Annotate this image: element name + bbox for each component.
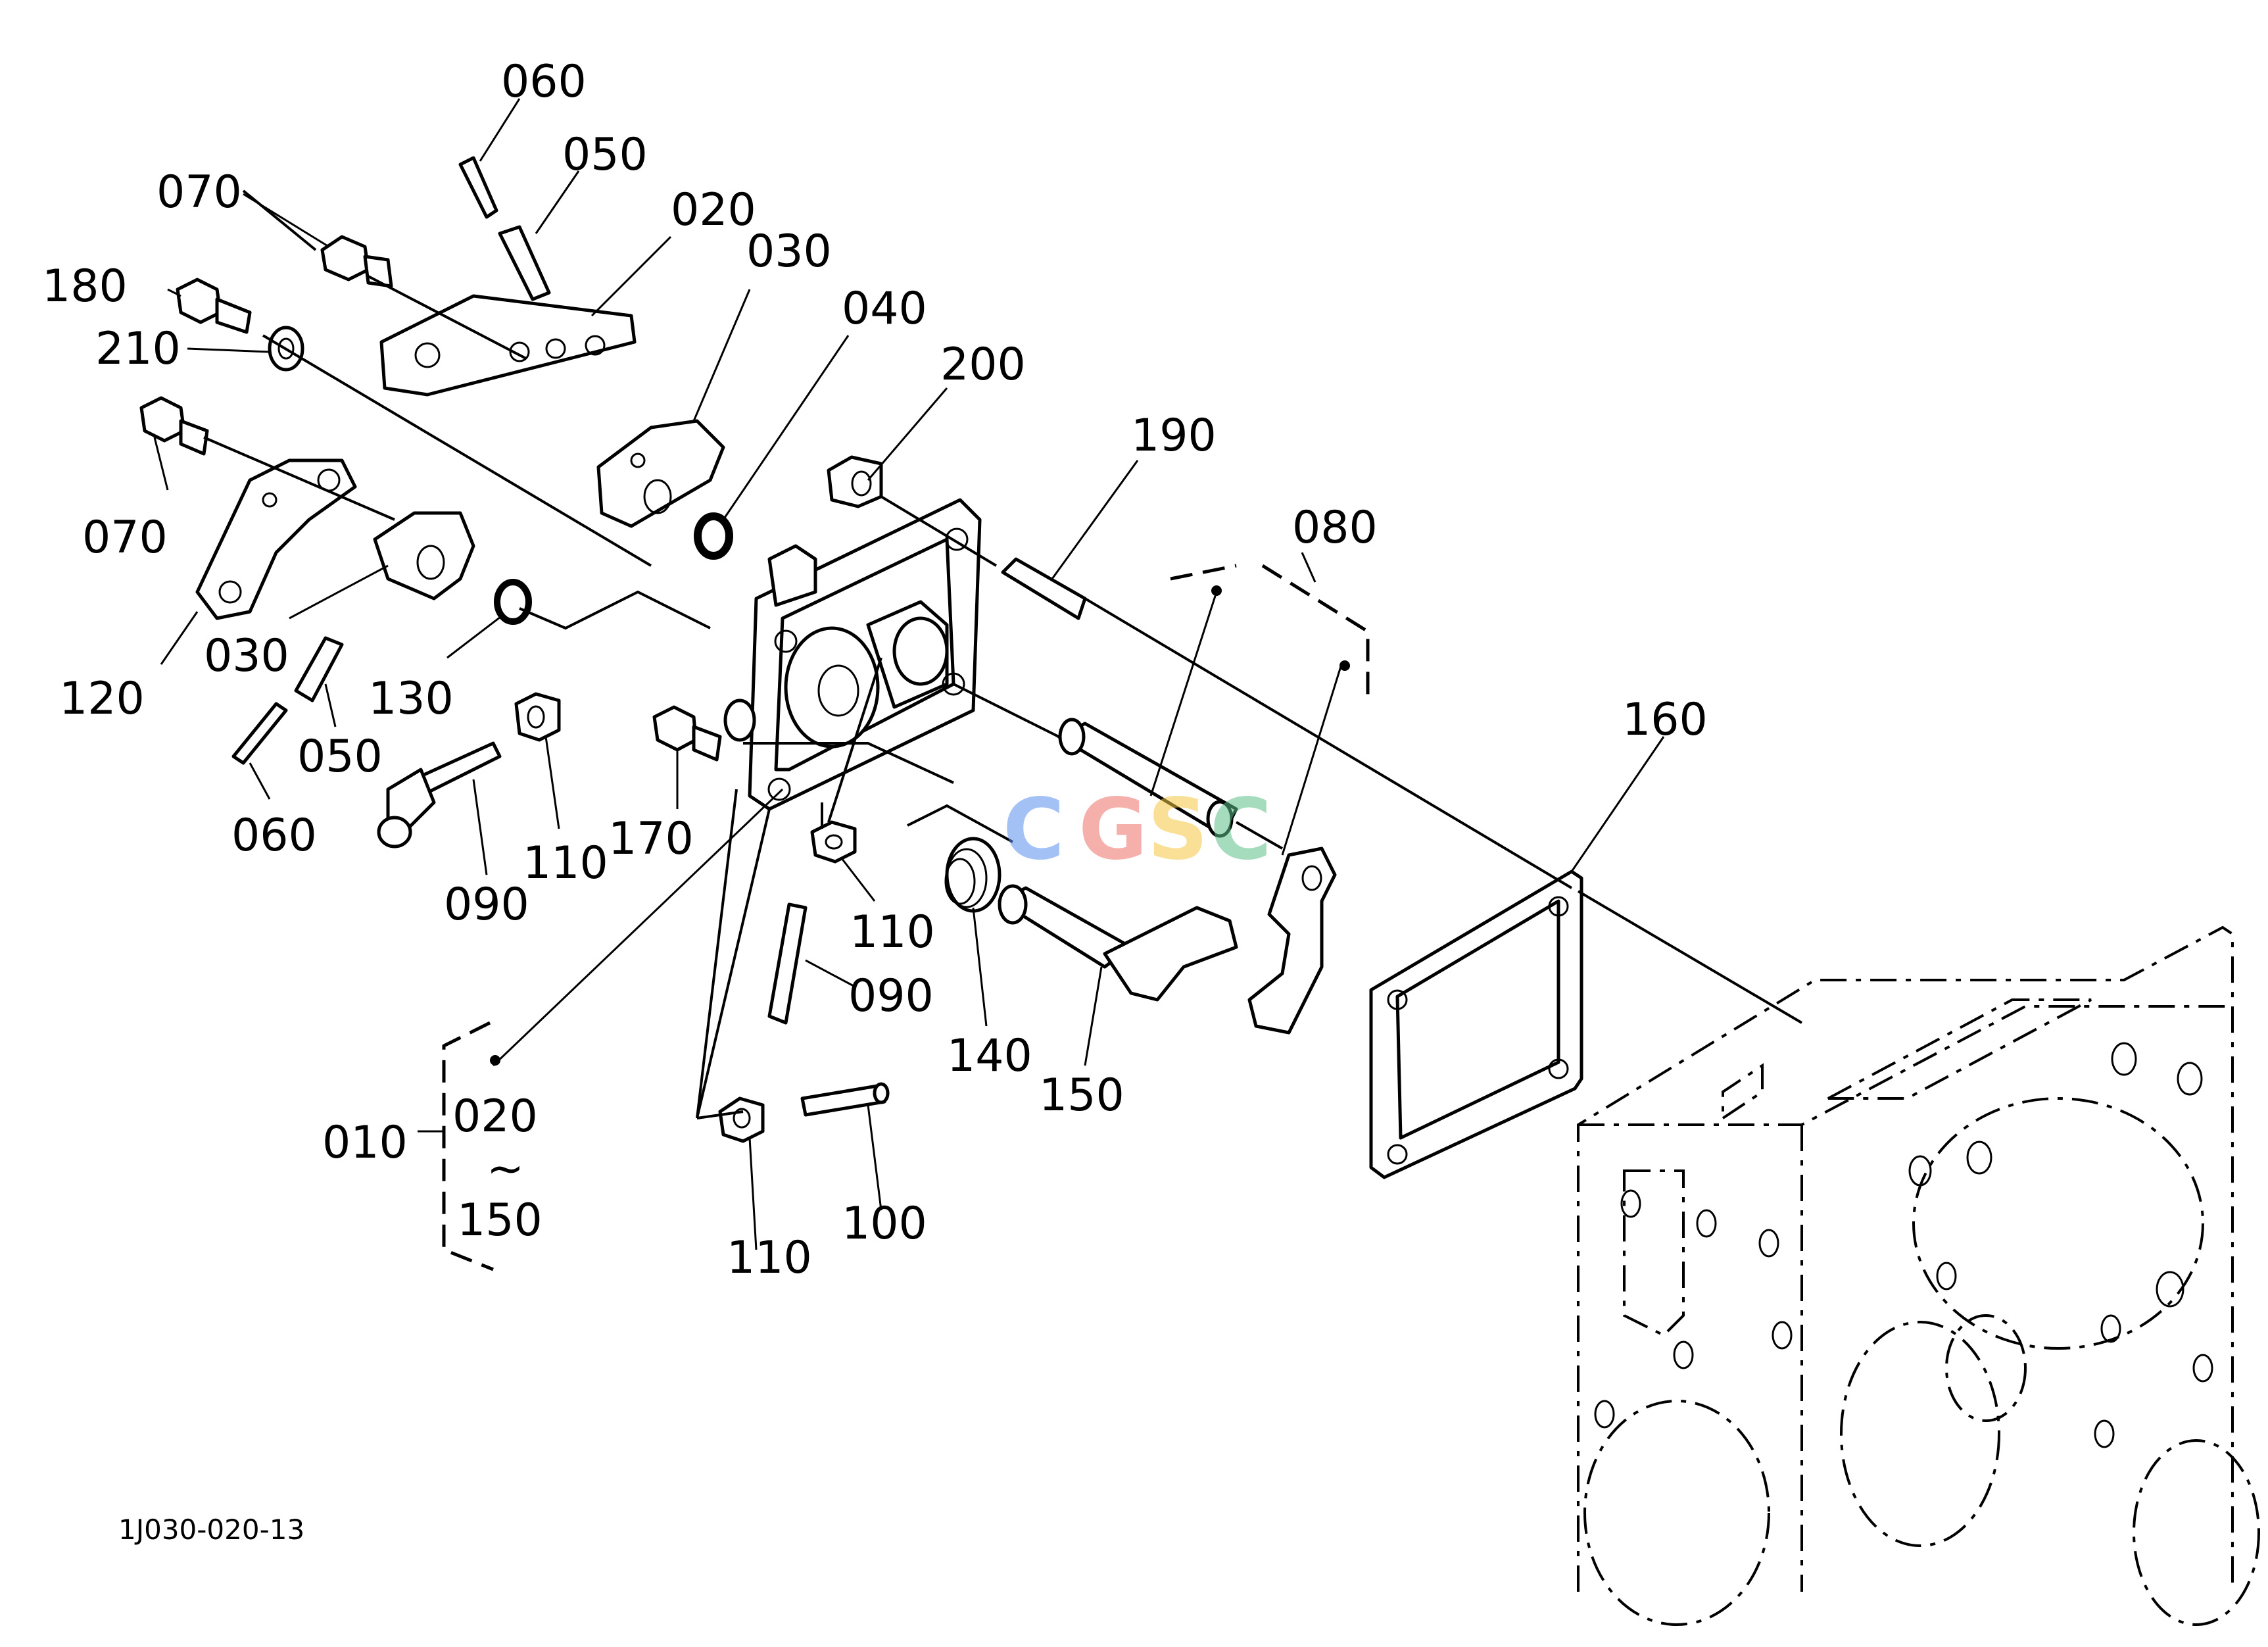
bracket-010 — [442, 1021, 500, 1271]
label-190: 190 — [1131, 410, 1217, 462]
label-070-top: 070 — [157, 166, 242, 218]
engine-block — [1577, 925, 2260, 1626]
label-110-c: 110 — [727, 1232, 812, 1284]
label-060-left: 060 — [231, 810, 317, 862]
governor-housing — [723, 498, 982, 811]
nut-110-b — [810, 820, 857, 864]
label-070-left: 070 — [82, 512, 168, 564]
label-170: 170 — [608, 813, 694, 865]
bolt-180 — [176, 278, 252, 334]
label-050-top: 050 — [562, 129, 648, 181]
nut-200 — [827, 455, 883, 508]
screw-100 — [800, 1082, 890, 1117]
label-120: 120 — [59, 673, 145, 725]
label-150: 150 — [1039, 1069, 1124, 1121]
stud-190 — [1001, 557, 1087, 620]
pin-050-top — [498, 225, 551, 301]
label-020-range: 020 — [452, 1091, 538, 1143]
label-110-a: 110 — [523, 837, 608, 889]
watermark-logo: C G S C — [1003, 781, 1272, 879]
leader-lines — [153, 98, 1665, 1250]
shaft-080 — [1057, 718, 1238, 838]
label-090-a: 090 — [444, 879, 529, 931]
label-tilde: ~ — [487, 1143, 524, 1195]
bolt-070-top — [320, 235, 393, 288]
gasket-160 — [1369, 870, 1583, 1179]
label-100: 100 — [842, 1198, 927, 1250]
bolt-070-left — [139, 396, 209, 456]
label-080: 080 — [1292, 502, 1378, 554]
o-ring-130 — [494, 579, 532, 625]
pin-060-left — [231, 702, 288, 765]
part-labels: 060 050 070 020 030 180 040 210 200 070 … — [42, 56, 1708, 1284]
label-180: 180 — [42, 260, 128, 312]
label-110-b: 110 — [850, 906, 935, 958]
pin-050-left — [294, 636, 344, 702]
lever-030-left — [373, 511, 475, 601]
label-160: 160 — [1622, 694, 1708, 746]
lever-120 — [195, 458, 357, 620]
nut-110-a — [514, 692, 561, 742]
bolt-170 — [652, 705, 722, 762]
label-210: 210 — [95, 323, 181, 375]
label-030-left: 030 — [204, 630, 289, 682]
watermark-letter-4: C — [1210, 781, 1272, 879]
lever-020 — [379, 294, 637, 397]
nut-110-c — [718, 1096, 765, 1143]
lever-030-top — [596, 419, 725, 528]
spring-140 — [944, 837, 1001, 913]
label-060-top: 060 — [501, 56, 587, 108]
label-200: 200 — [940, 339, 1026, 391]
label-150-range: 150 — [457, 1194, 543, 1246]
fork-lever-080 — [1247, 847, 1337, 1035]
assembly-lines — [203, 189, 1803, 1119]
screw-090-right — [767, 902, 808, 1025]
label-010: 010 — [322, 1117, 408, 1169]
pin-060-top — [458, 156, 498, 219]
drawing-code: 1J030-020-13 — [118, 1513, 304, 1546]
governor-shaft-150 — [998, 884, 1238, 1002]
label-050-left: 050 — [297, 731, 383, 783]
label-020-top: 020 — [671, 184, 756, 236]
watermark-letter-3: S — [1147, 781, 1208, 879]
label-090-b: 090 — [848, 970, 934, 1022]
watermark-letter-2: G — [1078, 781, 1147, 879]
label-140: 140 — [947, 1030, 1032, 1082]
label-040: 040 — [842, 283, 927, 335]
bracket-080 — [1170, 552, 1370, 704]
label-030-top: 030 — [746, 226, 832, 278]
label-130: 130 — [368, 673, 454, 725]
screw-090-left — [377, 741, 502, 848]
watermark-letter-1: C — [1003, 781, 1065, 879]
o-ring-040 — [694, 512, 733, 560]
